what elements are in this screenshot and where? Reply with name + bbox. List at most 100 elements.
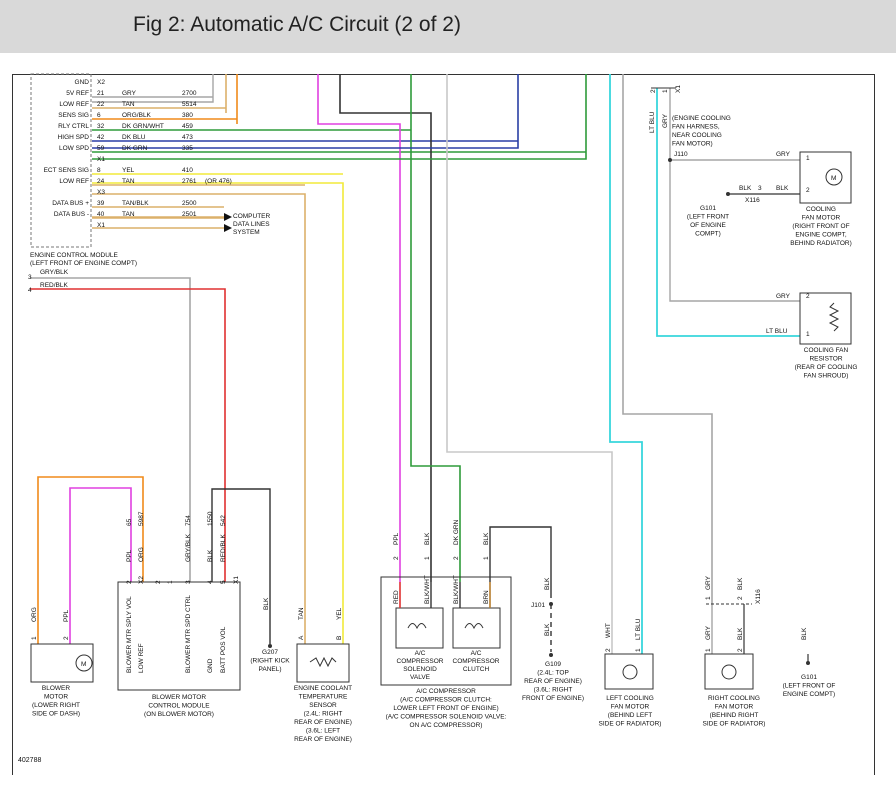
blower-module-box <box>117 581 241 691</box>
g109-blk-label: BLK <box>544 577 551 590</box>
g207-wire-label: BLK <box>263 597 270 610</box>
g109-blk-label: BLK <box>544 623 551 636</box>
wire-blk-g207 <box>211 488 271 644</box>
ecm-pin-number: X1 <box>97 156 105 163</box>
ecm-wire-color: TAN <box>122 101 135 108</box>
blower-motor-m: M <box>81 661 86 668</box>
fan-motor-top-symbol <box>825 168 843 186</box>
blower-motor-label-line: SIDE OF DASH) <box>32 711 80 718</box>
wire-wht <box>446 74 613 654</box>
fan-motor-top-box <box>799 151 852 204</box>
ecm-wire-color: TAN/BLK <box>122 200 149 207</box>
x1-connector-label: X1 <box>675 85 682 93</box>
ect-wire-color: YEL <box>336 607 343 620</box>
g101-bottom-wire-label: BLK <box>801 627 808 640</box>
ecm-pin-label: HIGH SPD <box>58 134 90 141</box>
wire-org-blower <box>37 476 144 644</box>
blower-module-label-line: (ON BLOWER MOTOR) <box>144 711 214 718</box>
left-fan-pin: 2 <box>605 648 612 652</box>
computer-data-lines-label-line: COMPUTER <box>233 213 271 220</box>
ecm-wire-color: DK BLU <box>122 134 146 141</box>
ecm-pin-label: SENS SIG <box>58 112 89 119</box>
ecm-pin-label: DATA BUS + <box>52 200 89 207</box>
ecm-circuit-number: 2500 <box>182 200 197 207</box>
g207-label-line: (RIGHT KICK <box>250 658 290 665</box>
side-wire-pin: 3 <box>28 274 32 281</box>
right-fan-wire-color: BLK <box>737 627 744 640</box>
blower-module-label-line: BLOWER MOTOR <box>152 694 206 701</box>
ecm-circuit-number: 335 <box>182 145 193 152</box>
blower-module-circuit: 542 <box>220 515 227 526</box>
ecm-pin-label: RLY CTRL <box>58 123 89 130</box>
fan-motor-top-m: M <box>831 175 836 182</box>
cooling-fan-resistor-label-line: (REAR OF COOLING <box>795 364 858 371</box>
ecm-pin-label: GND <box>75 79 90 86</box>
resistor-ltblu-label: LT BLU <box>766 328 788 335</box>
ecm-box <box>30 73 92 248</box>
g101-top-label-line: G101 <box>700 205 716 212</box>
ecm-wire-color: DK GRN/WHT <box>122 123 164 130</box>
right-fan-top-pin: 1 <box>705 596 712 600</box>
g109-label-line: (3.6L: RIGHT <box>534 687 573 694</box>
ecm-wire-color: TAN <box>122 178 135 185</box>
right-fan-symbol <box>721 664 737 680</box>
blower-motor-label-line: MOTOR <box>44 694 68 701</box>
blower-module-terminal-label: LOW REF <box>138 643 145 673</box>
compressor-label-line: ON A/C COMPRESSOR) <box>410 722 483 729</box>
blower-module-circuit: 65 <box>126 518 133 526</box>
ect-sensor-label-line: TEMPERATURE <box>299 694 348 701</box>
ecm-pin-label: LOW REF <box>59 178 89 185</box>
wire-gry-rightfan <box>622 74 713 604</box>
blower-motor-symbol <box>75 654 93 672</box>
compressor-wire-color: BLK <box>483 532 490 545</box>
compressor-label-line: (A/C COMPRESSOR SOLENOID VALVE: <box>386 714 507 721</box>
ecm-circuit-number: 5514 <box>182 101 197 108</box>
compressor-wire-color: DK GRN <box>453 519 460 545</box>
left-fan-label-line: (BEHIND LEFT <box>608 712 652 719</box>
cooling-fan-harness-label-line: FAN HARNESS, <box>672 124 720 131</box>
g101-blk-label: BLK <box>776 185 789 192</box>
x116-pin: 3 <box>758 185 762 192</box>
clutch-label-line: CLUTCH <box>463 666 490 673</box>
wire-ppl-blower <box>69 487 132 644</box>
ect-wire-color: TAN <box>298 607 305 620</box>
blower-module-pin: 4 <box>207 580 214 584</box>
blower-module-pin: 2 <box>126 580 133 584</box>
clutch-label-line: COMPRESSOR <box>453 658 500 665</box>
fan-motor-pin: 1 <box>806 155 810 162</box>
g101-bottom-label-line: G101 <box>801 674 817 681</box>
resistor-pin: 1 <box>806 331 810 338</box>
wire-yel-ect <box>92 182 344 644</box>
right-fan-label-line: SIDE OF RADIATOR) <box>703 721 766 728</box>
arrow-databus-plus <box>224 213 232 221</box>
left-fan-symbol <box>622 664 638 680</box>
splice-j110 <box>668 158 672 162</box>
blower-module-terminal-label: GND <box>207 658 214 673</box>
x1-pin: 2 <box>650 89 657 93</box>
fan-ltblu-label: LT BLU <box>649 111 656 133</box>
ecm-pin-number: 6 <box>97 112 101 119</box>
compressor-wire-color: PPL <box>393 532 400 545</box>
g109-ground <box>549 653 553 657</box>
cooling-fan-motor-label-line: BEHIND RADIATOR) <box>790 240 852 247</box>
resistor-box <box>799 292 852 345</box>
compressor-inner-wire-color: BRN <box>483 590 490 604</box>
wire-dkgrnwht <box>410 74 461 582</box>
ecm-wire-color: TAN <box>122 211 135 218</box>
wire-redblk <box>30 288 226 582</box>
cooling-fan-motor-label-line: ENGINE COMPT, <box>795 232 846 239</box>
left-fan-pin: 1 <box>635 648 642 652</box>
right-fan-top-wire-color: GRY <box>705 575 712 590</box>
g101-top-label-line: OF ENGINE <box>690 222 726 229</box>
compressor-inner-wire-color: BLK/WHT <box>453 575 460 604</box>
ecm-pin-label: LOW SPD <box>59 145 89 152</box>
g207-label-line: G207 <box>262 649 278 656</box>
blower-motor-label-line: (LOWER RIGHT <box>32 702 80 709</box>
fan-motor-pin: 2 <box>806 187 810 194</box>
ecm-name: ENGINE CONTROL MODULE <box>30 252 119 259</box>
ecm-wire-color: DK GRN <box>122 145 148 152</box>
cooling-fan-harness-label-line: FAN MOTOR) <box>672 141 713 148</box>
ecm-circuit-number: 2761 <box>182 178 197 185</box>
left-fan-box <box>604 653 654 690</box>
